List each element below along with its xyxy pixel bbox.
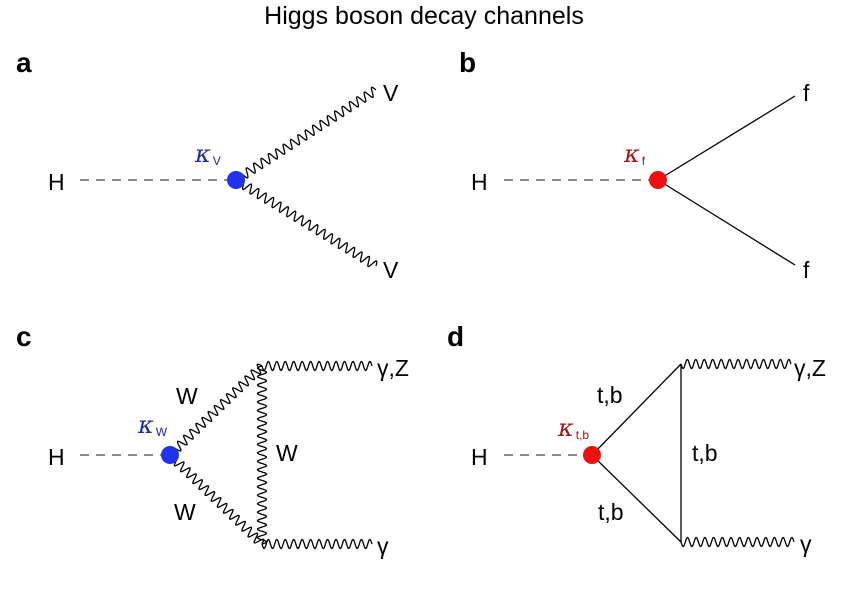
panel-letter-b: b <box>459 47 476 78</box>
final-state-c-bottom: γ <box>377 533 389 559</box>
coupling-subscript-c: W <box>156 425 168 439</box>
photon-line-c-bottom <box>261 538 373 550</box>
coupling-subscript-d: t,b <box>576 428 590 442</box>
coupling-vertex-d <box>583 446 601 464</box>
figure-title: Higgs boson decay channels <box>264 2 584 30</box>
photon-z-line-c-top <box>261 360 373 372</box>
coupling-vertex-b <box>649 171 667 189</box>
higgs-label-a: H <box>48 169 65 195</box>
coupling-symbol-a: κ <box>194 140 211 168</box>
w-boson-loop-upper <box>169 363 263 458</box>
final-state-b-top: f <box>803 80 810 106</box>
loop-label-c-upper: W <box>176 383 198 409</box>
coupling-subscript-a: V <box>213 154 221 168</box>
loop-label-c-lower: W <box>174 499 196 525</box>
coupling-vertex-a <box>227 171 245 189</box>
coupling-symbol-c: κ <box>137 411 154 439</box>
higgs-label-c: H <box>48 444 65 470</box>
higgs-label-b: H <box>471 169 488 195</box>
final-state-d-bottom: γ <box>800 531 812 557</box>
higgs-label-d: H <box>471 444 488 470</box>
vector-boson-line-a-bottom <box>234 178 378 268</box>
loop-label-d-lower: t,b <box>598 499 624 525</box>
photon-line-d-bottom <box>680 536 795 548</box>
coupling-symbol-d: κ <box>557 414 574 442</box>
loop-label-d-right: t,b <box>692 440 718 466</box>
fermion-loop-lower <box>591 454 682 543</box>
coupling-symbol-b: κ <box>623 140 640 168</box>
coupling-subscript-b: f <box>642 154 646 168</box>
loop-label-c-right: W <box>276 440 298 466</box>
final-state-a-top: V <box>383 80 399 106</box>
final-state-c-top: γ,Z <box>377 355 409 381</box>
panel-letter-a: a <box>16 47 32 78</box>
final-state-b-bottom: f <box>803 257 810 283</box>
final-state-d-top: γ,Z <box>794 355 826 381</box>
fermion-line-b-top <box>657 95 796 181</box>
fermion-loop-upper <box>591 363 682 456</box>
w-boson-loop-right <box>256 365 268 545</box>
coupling-vertex-c <box>161 446 179 464</box>
photon-z-line-d-top <box>680 358 792 370</box>
final-state-a-bottom: V <box>383 257 399 283</box>
panel-letter-c: c <box>16 321 32 352</box>
w-boson-loop-lower <box>167 454 265 545</box>
panel-letter-d: d <box>447 321 464 352</box>
vector-boson-line-a-top <box>235 86 377 184</box>
loop-label-d-upper: t,b <box>597 382 623 408</box>
fermion-line-b-bottom <box>657 179 796 266</box>
